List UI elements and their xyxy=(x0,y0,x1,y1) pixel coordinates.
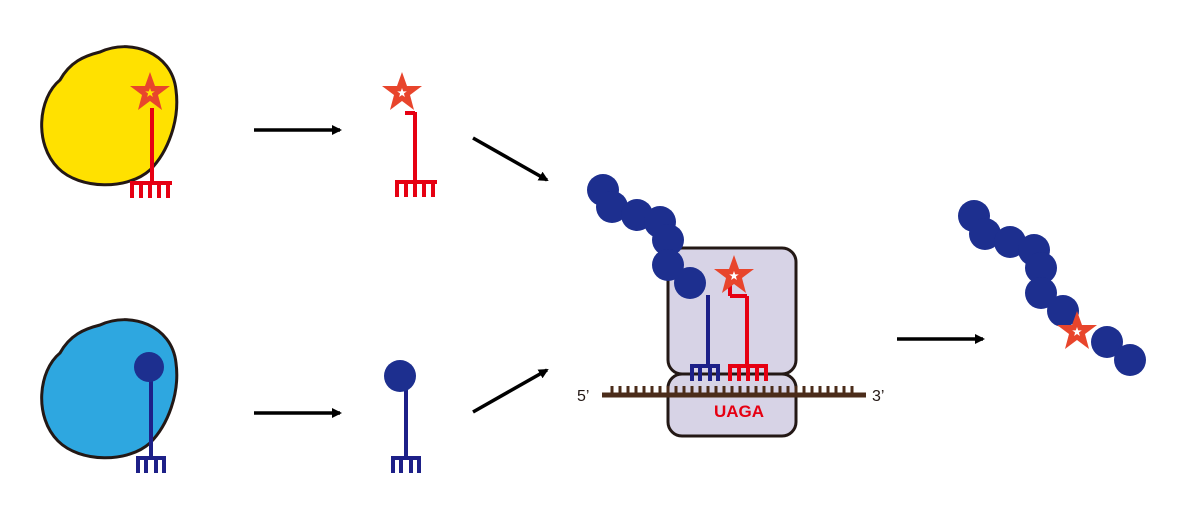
star-icon xyxy=(382,72,422,110)
circle-icon xyxy=(384,360,416,392)
star-icon xyxy=(130,72,170,110)
circle-icon xyxy=(674,267,706,299)
circle-icon xyxy=(1025,277,1057,309)
circle-icon xyxy=(652,224,684,256)
mrna-5-prime-label: 5’ xyxy=(577,388,589,405)
yellow-synthetase xyxy=(40,45,179,187)
arrow-icon xyxy=(472,368,549,414)
free-blue-trna xyxy=(391,385,421,473)
circle-icon xyxy=(1047,295,1079,327)
circle-icon xyxy=(134,352,164,382)
growing-peptide-chain xyxy=(587,174,706,299)
red-trna-charged-on-enzyme xyxy=(130,108,172,198)
final-protein-chain xyxy=(958,200,1146,376)
arrow-icon xyxy=(472,136,549,182)
star-icon xyxy=(714,255,754,293)
yellow-enzyme-blob-icon xyxy=(40,45,179,187)
free-red-trna xyxy=(395,111,437,197)
codon-label: UAGA xyxy=(714,402,764,421)
circle-icon xyxy=(596,191,628,223)
circle-icon xyxy=(1025,252,1057,284)
mrna-3-prime-label: 3’ xyxy=(872,388,884,405)
blue-enzyme-blob-icon xyxy=(40,318,179,460)
mrna-strand xyxy=(602,386,866,398)
star-icon xyxy=(1057,311,1097,349)
blue-trna-charged-on-enzyme xyxy=(136,378,166,473)
blue-synthetase xyxy=(40,318,179,460)
circle-icon xyxy=(652,249,684,281)
circle-icon xyxy=(969,218,1001,250)
red-trna-in-ribosome xyxy=(728,280,768,381)
circle-icon xyxy=(1114,344,1146,376)
circle-icon xyxy=(1091,326,1123,358)
blue-trna-in-ribosome xyxy=(690,295,720,381)
